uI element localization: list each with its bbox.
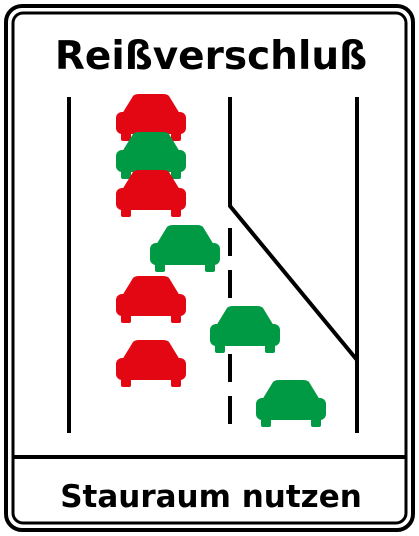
red-car-icon [116,94,186,141]
green-car-icon [256,380,326,427]
green-car-icon [116,132,186,179]
sign-title: Reißverschluß [55,34,367,79]
sign-inner-border [11,11,408,525]
green-car-icon [150,225,220,272]
red-car-icon [116,276,186,323]
red-car-icon [116,170,186,217]
sign-footer: Stauraum nutzen [60,479,362,515]
merging-lane-edge [228,97,359,362]
red-car-icon [116,340,186,387]
cars-layer [116,94,326,427]
green-car-icon [210,306,280,353]
